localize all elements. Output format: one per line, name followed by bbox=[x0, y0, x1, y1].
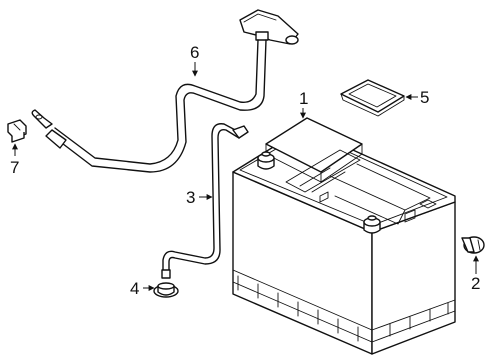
callout-number: 6 bbox=[190, 43, 199, 62]
bolt-2 bbox=[461, 236, 485, 254]
callout-number: 3 bbox=[186, 188, 195, 207]
battery bbox=[232, 117, 456, 355]
battery-terminal-positive bbox=[363, 215, 381, 234]
callout-5: 5 bbox=[405, 88, 429, 107]
positive-cable bbox=[161, 123, 249, 279]
callout-1: 1 bbox=[299, 89, 308, 119]
negative-cable bbox=[31, 9, 299, 173]
callout-number: 7 bbox=[10, 158, 19, 177]
callout-number: 5 bbox=[420, 88, 429, 107]
battery-terminal-negative bbox=[257, 151, 275, 170]
callout-3: 3 bbox=[186, 188, 213, 207]
callout-number: 4 bbox=[130, 279, 139, 298]
callout-number: 2 bbox=[471, 274, 480, 293]
callout-2: 2 bbox=[471, 255, 480, 293]
callout-4: 4 bbox=[130, 279, 155, 298]
grommet-4 bbox=[153, 282, 179, 298]
callout-6: 6 bbox=[190, 43, 199, 77]
callout-7: 7 bbox=[10, 143, 19, 177]
bolt-7 bbox=[7, 119, 27, 143]
terminal-cover bbox=[340, 79, 405, 117]
callout-number: 1 bbox=[299, 89, 308, 108]
